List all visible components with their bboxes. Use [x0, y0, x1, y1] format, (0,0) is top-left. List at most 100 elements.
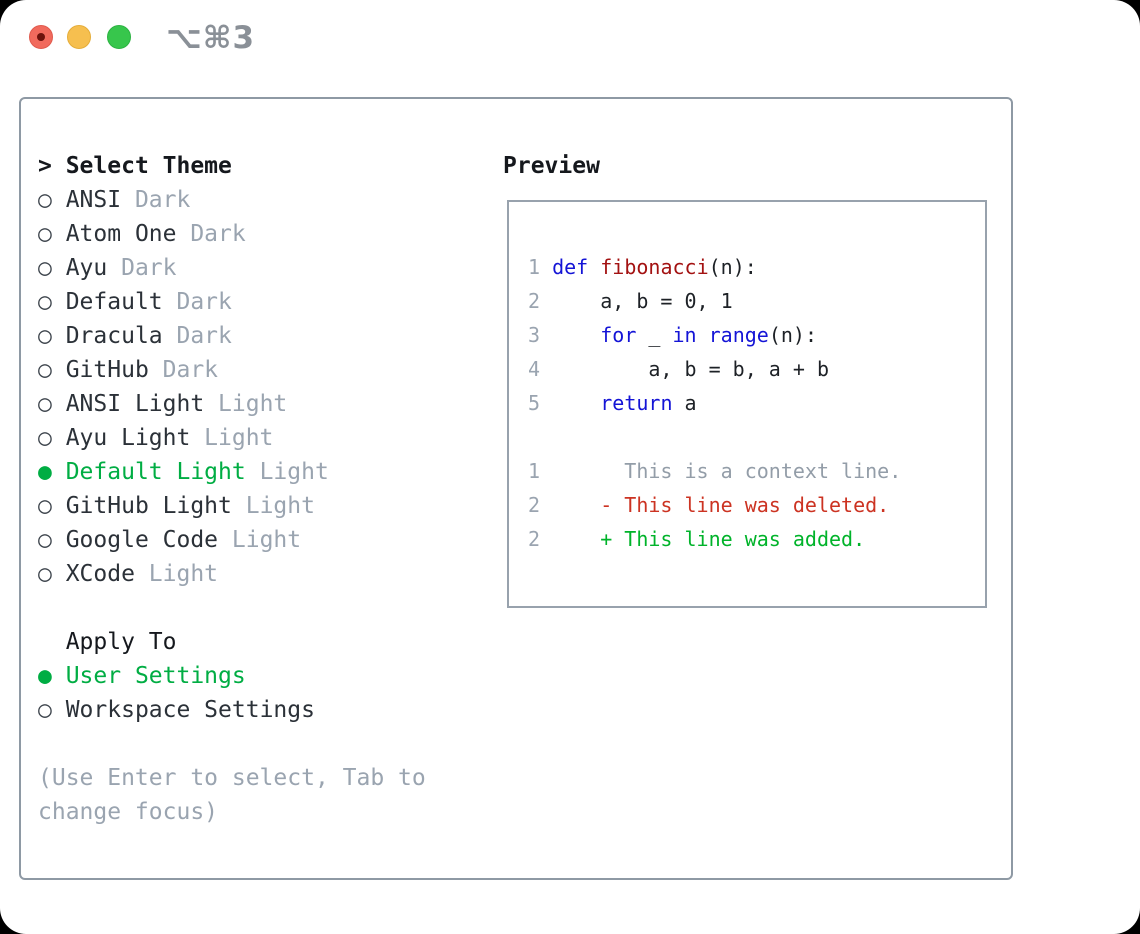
theme-name: Default Light	[65, 459, 246, 485]
line-number: 4	[528, 357, 541, 381]
code-line: 1 def fibonacci(n):	[528, 250, 985, 284]
select-theme-header: > Select Theme	[38, 149, 426, 183]
apply-option-label: Workspace Settings	[65, 697, 315, 723]
code-line: 5 return a	[528, 386, 985, 420]
radio-icon: ○	[38, 187, 52, 213]
line-number: 1	[528, 255, 541, 279]
radio-icon: ○	[38, 425, 52, 451]
radio-selected-icon: ●	[38, 459, 52, 485]
plain-token	[697, 323, 709, 347]
theme-option-ansi-dark[interactable]: ○ ANSI Dark	[38, 183, 426, 217]
line-number: 1	[528, 459, 541, 483]
plain-token	[552, 391, 600, 415]
theme-variant: Light	[231, 527, 302, 553]
radio-icon: ○	[38, 255, 52, 281]
theme-option-ayu-dark[interactable]: ○ Ayu Dark	[38, 251, 426, 285]
theme-option-default-dark[interactable]: ○ Default Dark	[38, 285, 426, 319]
diff-added-line: 2 + This line was added.	[528, 522, 985, 556]
preview-column: Preview 1 def fibonacci(n): 2 a, b = 0, 1…	[503, 149, 987, 608]
keyboard-hint-line-2: change focus)	[38, 799, 219, 825]
plain-token: a, b = b, a + b	[552, 357, 830, 381]
plain-token: a, b = 0, 1	[552, 289, 733, 313]
radio-icon: ○	[38, 323, 52, 349]
radio-icon: ○	[38, 357, 52, 383]
apply-option-label: User Settings	[65, 663, 246, 689]
theme-name: ANSI Light	[65, 391, 205, 417]
theme-variant: Light	[218, 391, 288, 417]
close-dot-icon	[37, 33, 45, 41]
code-line: 4 a, b = b, a + b	[528, 352, 985, 386]
deleted-text: - This line was deleted.	[552, 493, 890, 517]
keyword-token: for	[600, 323, 637, 347]
keyword-token: in	[672, 323, 697, 347]
theme-variant: Dark	[176, 289, 232, 315]
plain-token: a	[672, 391, 697, 415]
theme-variant: Dark	[134, 187, 191, 213]
theme-name: Default	[65, 289, 163, 315]
spacer-line	[38, 591, 426, 625]
apply-to-header: Apply To	[65, 629, 177, 655]
diff-deleted-line: 2 - This line was deleted.	[528, 488, 985, 522]
line-number: 2	[528, 289, 541, 313]
context-text: This is a context line.	[552, 459, 902, 483]
theme-name: Dracula	[65, 323, 163, 349]
theme-name: Ayu Light	[65, 425, 191, 451]
theme-name: Ayu	[65, 255, 108, 281]
plain-token: (n):	[708, 255, 757, 279]
window-title: ⌥⌘3	[166, 20, 256, 56]
theme-variant: Light	[259, 459, 329, 485]
select-theme-title: Select Theme	[65, 153, 232, 179]
apply-option-workspace-settings[interactable]: ○ Workspace Settings	[38, 693, 426, 727]
keyword-token: range	[708, 323, 769, 347]
plain-token: _	[636, 323, 673, 347]
apply-option-user-settings[interactable]: ● User Settings	[38, 659, 426, 693]
line-number: 3	[528, 323, 541, 347]
zoom-button[interactable]	[107, 25, 131, 49]
theme-variant: Dark	[162, 357, 219, 383]
close-button[interactable]	[29, 25, 53, 49]
theme-variant: Light	[204, 425, 274, 451]
theme-variant: Light	[245, 493, 315, 519]
preview-title: Preview	[503, 153, 600, 179]
keyboard-hint-line-1: (Use Enter to select, Tab to	[38, 765, 426, 791]
diff-context-line: 1 This is a context line.	[528, 454, 985, 488]
radio-icon: ○	[38, 561, 52, 587]
theme-variant: Light	[148, 561, 219, 587]
radio-icon: ○	[38, 697, 52, 723]
theme-name: Atom One	[65, 221, 177, 247]
line-number: 2	[528, 493, 541, 517]
theme-option-default-light[interactable]: ● Default Light Light	[38, 455, 426, 489]
line-number: 2	[528, 527, 541, 551]
theme-option-github-dark[interactable]: ○ GitHub Dark	[38, 353, 426, 387]
spacer-line	[38, 727, 426, 761]
line-number: 5	[528, 391, 541, 415]
theme-option-dracula-dark[interactable]: ○ Dracula Dark	[38, 319, 426, 353]
radio-icon: ○	[38, 221, 52, 247]
code-line: 3 for _ in range(n):	[528, 318, 985, 352]
theme-option-google-code[interactable]: ○ Google Code Light	[38, 523, 426, 557]
added-text: + This line was added.	[552, 527, 866, 551]
radio-icon: ○	[38, 289, 52, 315]
theme-name: Google Code	[65, 527, 219, 553]
theme-variant: Dark	[176, 323, 232, 349]
focus-caret-icon: >	[38, 153, 52, 179]
theme-variant: Dark	[121, 255, 177, 281]
theme-name: GitHub	[65, 357, 149, 383]
radio-selected-icon: ●	[38, 663, 52, 689]
plain-token	[588, 255, 600, 279]
radio-icon: ○	[38, 493, 52, 519]
function-token: fibonacci	[600, 255, 709, 279]
plain-token	[552, 323, 600, 347]
theme-option-ayu-light[interactable]: ○ Ayu Light Light	[38, 421, 426, 455]
minimize-button[interactable]	[67, 25, 91, 49]
theme-name: ANSI	[65, 187, 122, 213]
keyword-token: def	[552, 255, 589, 279]
spacer-line	[528, 420, 985, 454]
radio-icon: ○	[38, 527, 52, 553]
